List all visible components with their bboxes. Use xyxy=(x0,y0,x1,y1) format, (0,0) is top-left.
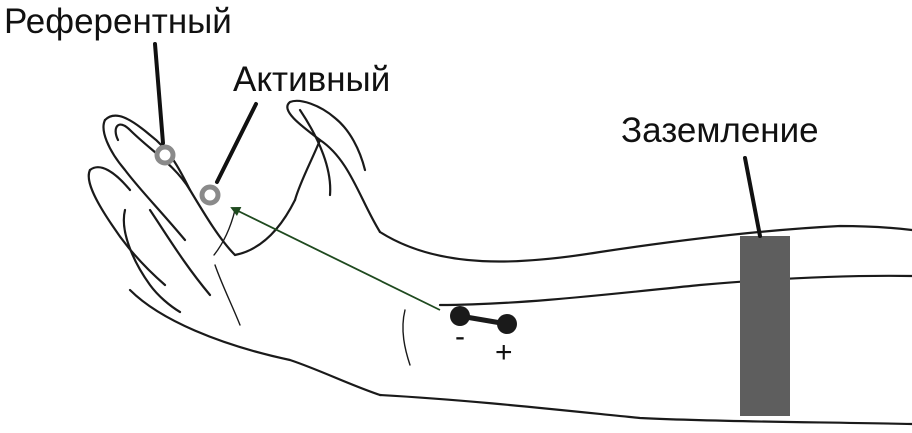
active-electrode-label: Активный xyxy=(233,62,390,97)
ground-leader-line xyxy=(745,158,760,236)
reference-electrode xyxy=(157,147,173,163)
stimulator-anode xyxy=(497,314,517,334)
active-leader-line xyxy=(217,104,256,182)
reference-electrode-label: Референтный xyxy=(4,4,232,39)
reference-leader-line xyxy=(155,44,163,143)
anode-sign: + xyxy=(495,338,513,368)
active-electrode xyxy=(202,187,218,203)
ground-electrode xyxy=(740,236,790,416)
stimulus-arrow xyxy=(232,208,440,310)
cathode-sign: - xyxy=(455,322,465,352)
ground-electrode-label: Заземление xyxy=(621,113,819,148)
